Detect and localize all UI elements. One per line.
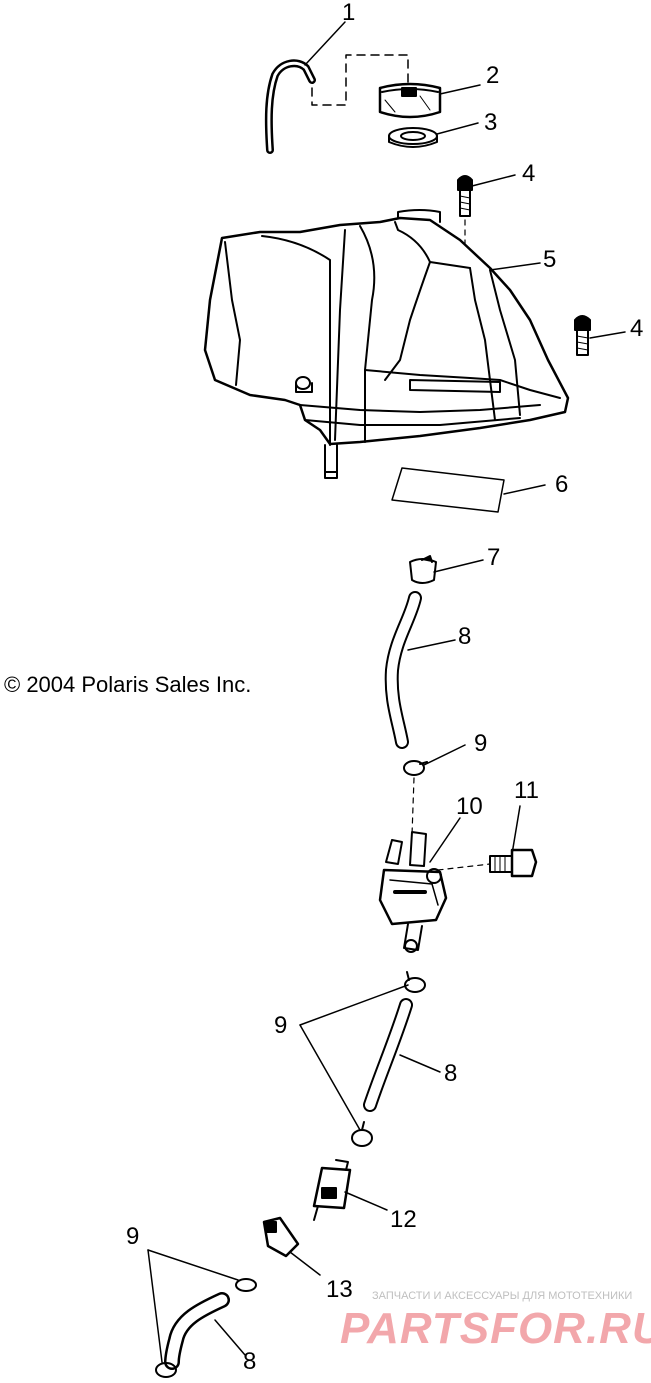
vent-hose-part — [264, 59, 316, 154]
callout-9-bottom: 9 — [126, 1223, 140, 1250]
fuel-valve-part — [378, 831, 448, 953]
screw-part-top — [457, 175, 473, 217]
callout-9-middle: 9 — [274, 1012, 288, 1039]
callout-2: 2 — [486, 62, 500, 89]
callout-4-right: 4 — [630, 315, 644, 342]
copyright-notice: © 2004 Polaris Sales Inc. — [4, 672, 252, 697]
callout-7: 7 — [487, 544, 501, 571]
callout-5: 5 — [543, 246, 557, 273]
callout-13: 13 — [326, 1276, 353, 1303]
watermark-brand: PARTSFOR.RU — [340, 1304, 651, 1353]
watermark-tagline: ЗАПЧАСТИ И АКСЕССУАРЫ ДЛЯ МОТОТЕХНИКИ — [372, 1290, 633, 1302]
fuel-filter-part — [312, 1159, 352, 1221]
dashed-connector — [311, 54, 409, 106]
gasket-part — [388, 127, 438, 148]
fuel-cap-part — [378, 82, 442, 119]
hose-clamp-9-mid-bottom — [351, 1121, 373, 1147]
dashed-guide-valve — [411, 777, 415, 836]
decal-part — [391, 467, 505, 513]
fuel-line-middle — [363, 998, 413, 1112]
clamp-part-top — [409, 555, 437, 584]
screw-part-right — [574, 315, 591, 356]
callout-6: 6 — [555, 471, 569, 498]
fitting-part — [262, 1216, 300, 1258]
leader-lines — [147, 21, 626, 1363]
fuel-line-bottom — [164, 1292, 230, 1370]
hose-clamp-9-mid-top — [404, 971, 426, 993]
hose-clamp-9-bottom-left — [155, 1362, 177, 1378]
callout-11: 11 — [514, 777, 539, 804]
callout-8-top: 8 — [458, 623, 472, 650]
hose-clamp-9-bottom-right — [235, 1278, 257, 1292]
callout-10: 10 — [456, 793, 483, 820]
dashed-guide-screw — [437, 863, 491, 871]
callout-4-top: 4 — [522, 160, 536, 187]
callout-8-bottom: 8 — [243, 1348, 257, 1375]
fuel-tank-part — [203, 209, 570, 479]
hose-clamp-9-top — [403, 760, 428, 776]
callout-1: 1 — [342, 0, 356, 26]
valve-screw-part — [489, 848, 538, 878]
fuel-line-top — [384, 591, 422, 749]
callout-8-middle: 8 — [444, 1060, 458, 1087]
callout-12: 12 — [390, 1206, 417, 1233]
callout-9-top: 9 — [474, 730, 488, 757]
callout-3: 3 — [484, 109, 498, 136]
